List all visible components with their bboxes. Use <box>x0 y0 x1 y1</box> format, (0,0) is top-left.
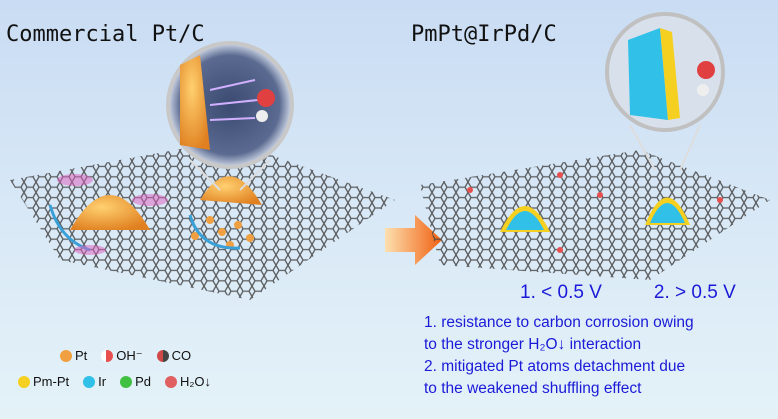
magnifier-left <box>166 41 294 191</box>
note-line: to the stronger H₂O↓ interaction <box>424 336 642 353</box>
legend-item-pd: Pd <box>120 374 151 390</box>
legend-item-pt: Pt <box>60 348 87 364</box>
legend-item-co: CO <box>156 348 191 364</box>
pm-pt-atom-icon <box>18 376 30 388</box>
ir-atom-icon <box>83 376 96 388</box>
graphene-sheet-right <box>420 150 770 280</box>
pt-atom-icon <box>60 350 72 362</box>
legend-item-oh: OH⁻ <box>101 348 143 364</box>
voltage-conditions: 1. < 0.5 V 2. > 0.5 V <box>520 282 778 304</box>
note-line: 2. mitigated Pt atoms detachment due <box>424 358 686 375</box>
mechanism-notes: 1. resistance to carbon corrosion owing … <box>424 312 694 400</box>
note-line: 1. resistance to carbon corrosion owing <box>424 314 694 331</box>
legend-row-1: Pt OH⁻ CO <box>60 348 205 364</box>
note-line: to the weakened shuffling effect <box>424 380 642 397</box>
legend-item-pm-pt: Pm-Pt <box>18 374 69 390</box>
co-molecule-icon <box>156 350 169 362</box>
core-shell-nanoparticles-right <box>467 172 723 253</box>
magnifier-right <box>605 12 725 171</box>
legend-item-h2o: H₂O↓ <box>164 374 211 390</box>
legend-row-2: Pm-Pt Ir Pd H₂O↓ <box>18 374 225 390</box>
oh-molecule-icon <box>101 350 114 362</box>
title-pmpt-irpd-c: PmPt@IrPd/C <box>411 22 557 47</box>
condition-1: 1. < 0.5 V <box>520 282 602 303</box>
pt-nanoparticles-left <box>48 174 262 255</box>
title-commercial-pt-c: Commercial Pt/C <box>6 22 205 47</box>
transition-arrow <box>385 215 442 265</box>
legend-item-ir: Ir <box>83 374 106 390</box>
h2o-molecule-icon <box>164 376 177 388</box>
condition-2: 2. > 0.5 V <box>653 282 736 303</box>
pd-atom-icon <box>120 376 133 388</box>
graphene-sheet-left <box>10 140 395 300</box>
